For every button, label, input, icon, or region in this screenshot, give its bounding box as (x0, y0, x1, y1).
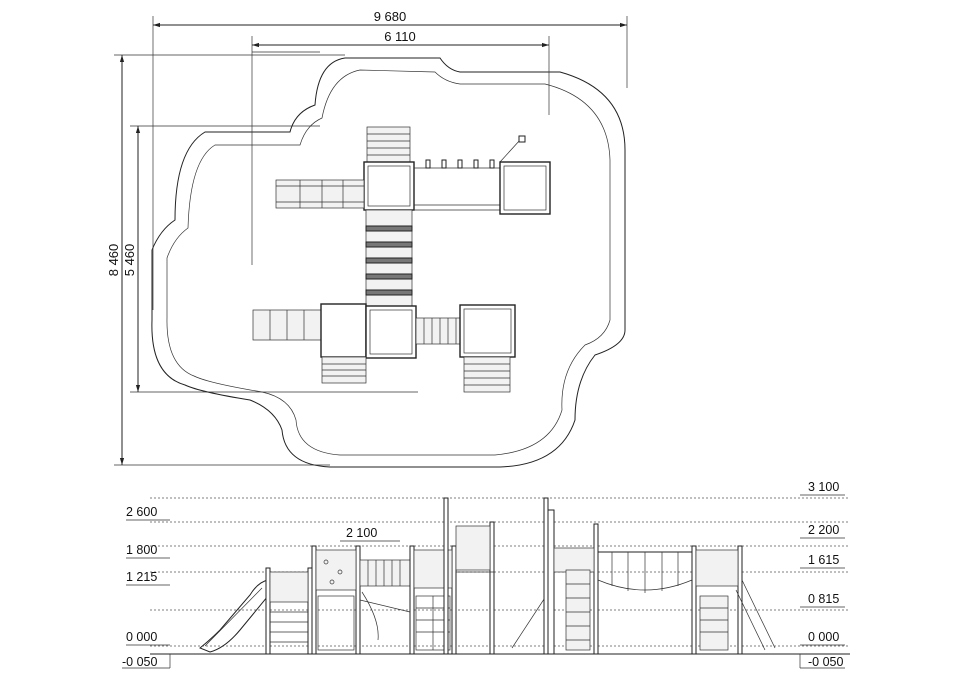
elevation-tower-left-main (311, 545, 361, 655)
plan-view: 9 680 6 110 8 460 5 460 (106, 9, 628, 468)
level-label-minus0050-right: -0 050 (808, 655, 843, 669)
plan-bottom-middle-bridge (415, 317, 461, 345)
overall-width-label: 9 680 (374, 9, 407, 24)
elevation-tower-left-small (265, 567, 313, 655)
elevation-rope-bridge (597, 551, 693, 593)
elevation-left-slide (199, 579, 269, 653)
plan-top-ladder (366, 126, 411, 163)
elevation-tower-tall (443, 497, 495, 655)
inner-width-label: 6 110 (384, 29, 416, 44)
plan-bottom-right-ladder (463, 356, 511, 393)
plan-tower-bottom-center (365, 305, 417, 359)
plan-central-bridge (365, 209, 413, 307)
level-label-0815: 0 815 (808, 592, 839, 606)
plan-tower-bottom-left (320, 303, 367, 358)
overall-depth-label: 8 460 (106, 244, 121, 277)
elevation-center-bridge (359, 559, 411, 641)
plan-tower-top-right (499, 161, 551, 215)
plan-tower-top-left (363, 161, 415, 211)
level-label-0000-left: 0 000 (126, 630, 157, 644)
center-level-label: 2 100 (346, 526, 377, 540)
level-label-0000-right: 0 000 (808, 630, 839, 644)
level-label-3100: 3 100 (808, 480, 839, 494)
elevation-tower-right (691, 545, 776, 655)
inner-safety-zone (166, 69, 611, 456)
plan-left-bridge (275, 179, 365, 209)
level-label-1800: 1 800 (126, 543, 157, 557)
left-level-labels: 2 600 1 800 1 215 0 000 -0 050 (122, 505, 171, 669)
level-label-2600: 2 600 (126, 505, 157, 519)
plan-bottom-left-ladder (321, 356, 367, 384)
elevation-tower-center (409, 545, 457, 655)
level-label-minus0050-left: -0 050 (122, 655, 157, 669)
inner-depth-label: 5 460 (122, 244, 137, 277)
elevation-right-structure (511, 497, 599, 655)
right-level-labels: 3 100 2 200 1 615 0 815 0 000 -0 050 (799, 480, 845, 669)
outer-safety-zone (151, 57, 626, 468)
level-label-2200: 2 200 (808, 523, 839, 537)
elevation-view: 2 600 1 800 1 215 0 000 -0 050 3 100 2 2… (122, 480, 850, 669)
level-label-1215: 1 215 (126, 570, 157, 584)
plan-bottom-left-bridge (252, 309, 322, 341)
plan-tower-bottom-right (459, 304, 516, 358)
plan-top-right-bridge (414, 135, 526, 211)
level-label-1615: 1 615 (808, 553, 839, 567)
